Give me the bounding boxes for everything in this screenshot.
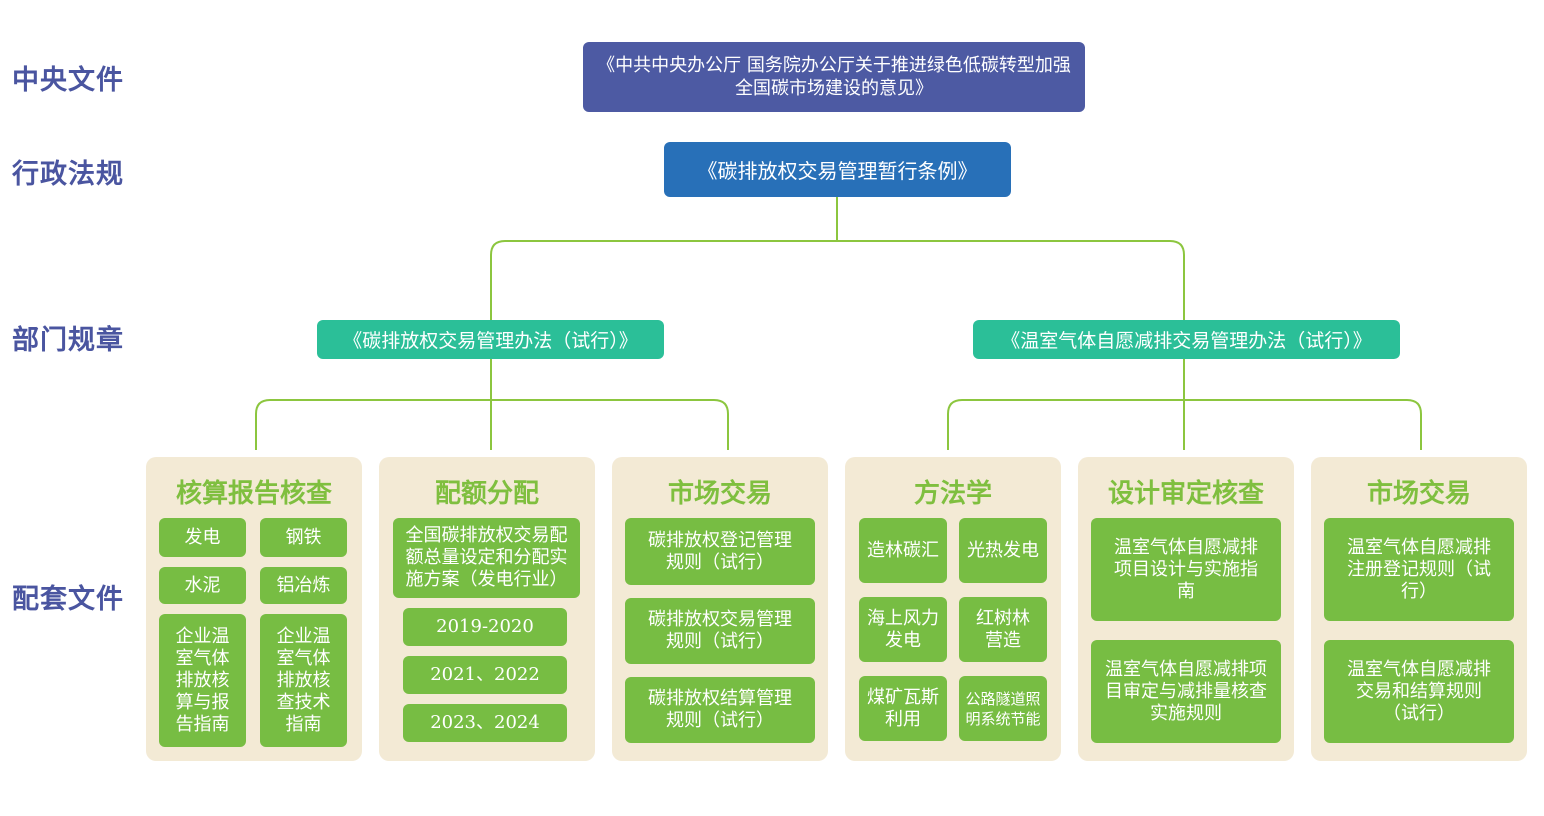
item-tunnel-lighting: 公路隧道照明系统节能 bbox=[959, 676, 1047, 741]
item-period-2021-2022: 2021、2022 bbox=[403, 656, 567, 694]
item-period-2019-2020: 2019-2020 bbox=[403, 608, 567, 646]
panel-market-trading-left: 市场交易 碳排放权登记管理规则（试行） 碳排放权交易管理规则（试行） 碳排放权结… bbox=[612, 457, 828, 761]
level-label-admin: 行政法规 bbox=[12, 159, 124, 190]
item-mangrove: 红树林营造 bbox=[959, 597, 1047, 662]
panel-allocation: 配额分配 全国碳排放权交易配额总量设定和分配实施方案（发电行业） 2019-20… bbox=[379, 457, 595, 761]
item-coal-mine-gas: 煤矿瓦斯利用 bbox=[859, 676, 947, 741]
item-validation-rules: 温室气体自愿减排项目审定与减排量核查实施规则 bbox=[1091, 640, 1281, 743]
panel-title: 方法学 bbox=[913, 479, 992, 509]
connector-admin-to-dept bbox=[490, 197, 1185, 320]
panel-accounting: 核算报告核查 发电 钢铁 水泥 铝冶炼 企业温室气体排放核算与报告指南 企业温室… bbox=[146, 457, 362, 761]
item-design-guide: 温室气体自愿减排项目设计与实施指南 bbox=[1091, 518, 1281, 621]
panel-title: 市场交易 bbox=[1366, 479, 1471, 509]
connector-left-branch bbox=[255, 359, 729, 450]
level-label-dept: 部门规章 bbox=[12, 325, 124, 356]
panel-title: 配额分配 bbox=[434, 479, 539, 509]
connector-right-branch bbox=[947, 359, 1422, 450]
panel-title: 设计审定核查 bbox=[1107, 479, 1264, 509]
item-verification-guide: 企业温室气体排放核查技术指南 bbox=[260, 614, 347, 747]
item-power: 发电 bbox=[159, 518, 246, 557]
item-afforestation: 造林碳汇 bbox=[859, 518, 947, 583]
item-registration-rules: 碳排放权登记管理规则（试行） bbox=[625, 518, 815, 585]
item-solar-thermal: 光热发电 bbox=[959, 518, 1047, 583]
panel-methodology: 方法学 造林碳汇 光热发电 海上风力发电 红树林营造 煤矿瓦斯利用 公路隧道照明… bbox=[845, 457, 1061, 761]
item-accounting-guide: 企业温室气体排放核算与报告指南 bbox=[159, 614, 246, 747]
panel-design-validation: 设计审定核查 温室气体自愿减排项目设计与实施指南 温室气体自愿减排项目审定与减排… bbox=[1078, 457, 1294, 761]
item-registry-rules: 温室气体自愿减排注册登记规则（试行） bbox=[1324, 518, 1514, 621]
central-document: 《中共中央办公厅 国务院办公厅关于推进绿色低碳转型加强全国碳市场建设的意见》 bbox=[583, 42, 1085, 112]
admin-regulation-title: 《碳排放权交易管理暂行条例》 bbox=[697, 159, 978, 183]
item-cement: 水泥 bbox=[159, 567, 246, 604]
item-aluminum: 铝冶炼 bbox=[260, 567, 347, 604]
dept-rule-title: 《碳排放权交易管理办法（试行）》 bbox=[343, 330, 638, 352]
level-label-supporting: 配套文件 bbox=[12, 584, 124, 615]
dept-rule-emission-trading: 《碳排放权交易管理办法（试行）》 bbox=[317, 320, 664, 359]
item-settlement-rules: 碳排放权结算管理规则（试行） bbox=[625, 677, 815, 743]
panel-title: 市场交易 bbox=[667, 479, 772, 509]
panel-title: 核算报告核查 bbox=[175, 479, 332, 509]
item-trading-rules: 碳排放权交易管理规则（试行） bbox=[625, 598, 815, 664]
admin-regulation: 《碳排放权交易管理暂行条例》 bbox=[664, 142, 1011, 197]
item-period-2023-2024: 2023、2024 bbox=[403, 704, 567, 742]
level-label-central: 中央文件 bbox=[12, 65, 124, 96]
dept-rule-voluntary-reduction: 《温室气体自愿减排交易管理办法（试行）》 bbox=[973, 320, 1400, 359]
item-trading-settlement-rules: 温室气体自愿减排交易和结算规则（试行） bbox=[1324, 640, 1514, 743]
item-steel: 钢铁 bbox=[260, 518, 347, 557]
central-document-title: 《中共中央办公厅 国务院办公厅关于推进绿色低碳转型加强全国碳市场建设的意见》 bbox=[597, 55, 1071, 99]
item-allocation-plan: 全国碳排放权交易配额总量设定和分配实施方案（发电行业） bbox=[393, 518, 580, 598]
panel-market-trading-right: 市场交易 温室气体自愿减排注册登记规则（试行） 温室气体自愿减排交易和结算规则（… bbox=[1311, 457, 1527, 761]
dept-rule-title: 《温室气体自愿减排交易管理办法（试行）》 bbox=[1001, 330, 1372, 352]
item-offshore-wind: 海上风力发电 bbox=[859, 597, 947, 662]
